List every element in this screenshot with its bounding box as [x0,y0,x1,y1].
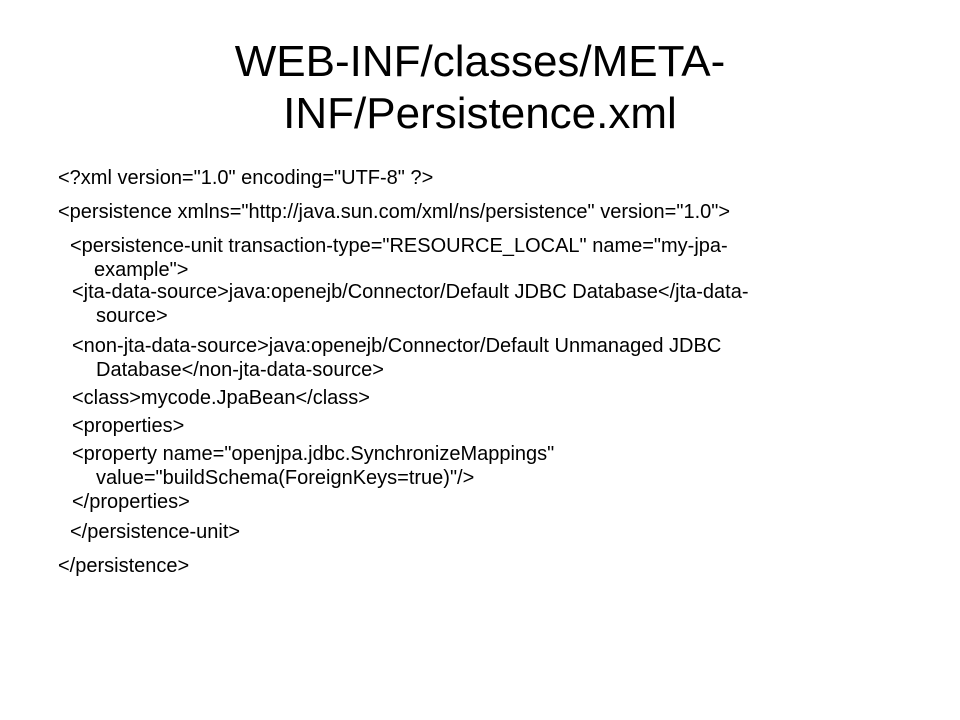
xml-line-text: <persistence xmlns="http://java.sun.com/… [58,201,731,223]
xml-line-property: <property name="openjpa.jdbc.Synchronize… [72,442,554,490]
xml-line-non-jta-data-source: <non-jta-data-source>java:openejb/Connec… [72,334,721,382]
xml-line-persistence-unit-close: </persistence-unit> [70,520,240,544]
xml-line-text: </properties> [72,491,190,513]
xml-line-continuation: example"> [94,259,189,281]
slide-title-line-2: INF/Persistence.xml [283,89,677,138]
xml-line-text: <non-jta-data-source>java:openejb/Connec… [72,335,722,357]
xml-line-persistence-open: <persistence xmlns="http://java.sun.com/… [58,200,730,224]
xml-line-class: <class>mycode.JpaBean</class> [72,386,370,410]
xml-line-text: </persistence> [58,555,190,577]
xml-line-persistence-unit-open: <persistence-unit transaction-type="RESO… [70,234,728,282]
xml-line-continuation: Database</non-jta-data-source> [96,359,384,381]
xml-line-text: <properties> [72,415,185,437]
slide-title: WEB-INF/classes/META- INF/Persistence.xm… [80,36,880,140]
xml-line-continuation: value="buildSchema(ForeignKeys=true)"/> [96,467,475,489]
xml-line-continuation: source> [96,305,168,327]
xml-line-properties-open: <properties> [72,414,184,438]
xml-line-text: <property name="openjpa.jdbc.Synchronize… [72,443,555,465]
xml-line-text: <class>mycode.JpaBean</class> [72,387,370,409]
xml-line-properties-close: </properties> [72,490,190,514]
slide-title-line-1: WEB-INF/classes/META- [234,37,726,86]
xml-line-text: </persistence-unit> [70,521,241,543]
xml-line-text: <?xml version="1.0" encoding="UTF-8" ?> [58,167,434,189]
xml-line-text: <persistence-unit transaction-type="RESO… [70,235,728,257]
xml-line-persistence-close: </persistence> [58,554,189,578]
xml-line-text: <jta-data-source>java:openejb/Connector/… [72,281,749,303]
xml-line-declaration: <?xml version="1.0" encoding="UTF-8" ?> [58,166,433,190]
xml-line-jta-data-source: <jta-data-source>java:openejb/Connector/… [72,280,749,328]
